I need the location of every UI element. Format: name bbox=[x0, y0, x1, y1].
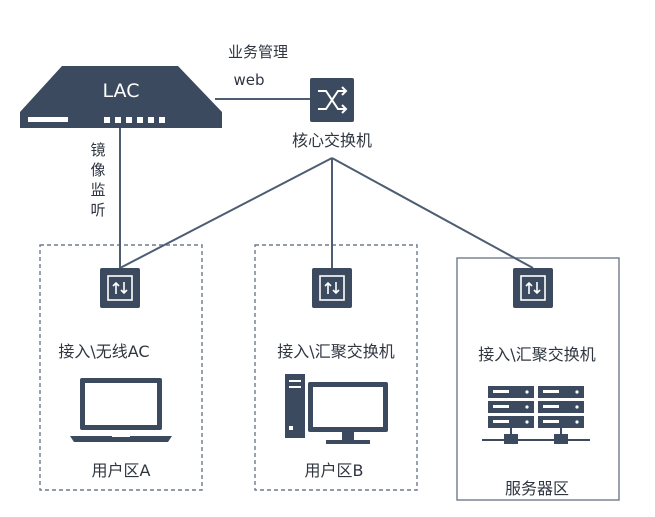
desktop-pc-icon bbox=[285, 374, 388, 444]
access-switch-b bbox=[312, 268, 352, 308]
mirror-label: 镜 像 监 听 bbox=[90, 141, 105, 219]
svg-text:听: 听 bbox=[90, 201, 105, 219]
laptop-icon bbox=[70, 378, 172, 442]
server-rack-icon bbox=[482, 386, 590, 444]
svg-text:监: 监 bbox=[90, 181, 105, 199]
core-switch bbox=[310, 72, 354, 122]
business-label: 业务管理 bbox=[228, 43, 288, 61]
lac-label: LAC bbox=[103, 80, 140, 102]
transfer-arrows-icon bbox=[324, 281, 340, 295]
access-switch-server bbox=[513, 268, 553, 308]
svg-text:镜: 镜 bbox=[90, 141, 105, 159]
transfer-arrows-icon bbox=[525, 281, 541, 295]
server-switch-label: 接入\汇聚交换机 bbox=[478, 345, 595, 364]
core-to-zone-a-line bbox=[119, 157, 333, 269]
web-label: web bbox=[233, 71, 264, 89]
zone-box-user-b bbox=[254, 244, 418, 491]
shuffle-icon bbox=[318, 86, 348, 114]
svg-text:像: 像 bbox=[90, 161, 105, 179]
access-switch-a bbox=[100, 268, 140, 308]
zone-b-switch-label: 接入\汇聚交换机 bbox=[277, 342, 394, 361]
zone-b-label: 用户区B bbox=[305, 461, 364, 480]
zone-a-switch-label: 接入\无线AC bbox=[58, 342, 149, 361]
core-switch-label: 核心交换机 bbox=[292, 131, 372, 150]
core-to-server-line bbox=[331, 157, 534, 269]
transfer-arrows-icon bbox=[112, 281, 128, 295]
zone-box-server bbox=[456, 257, 620, 501]
server-zone-label: 服务器区 bbox=[505, 479, 569, 498]
lac-device: LAC bbox=[20, 66, 222, 128]
zone-a-label: 用户区A bbox=[92, 461, 151, 480]
connection-lines bbox=[119, 98, 534, 269]
